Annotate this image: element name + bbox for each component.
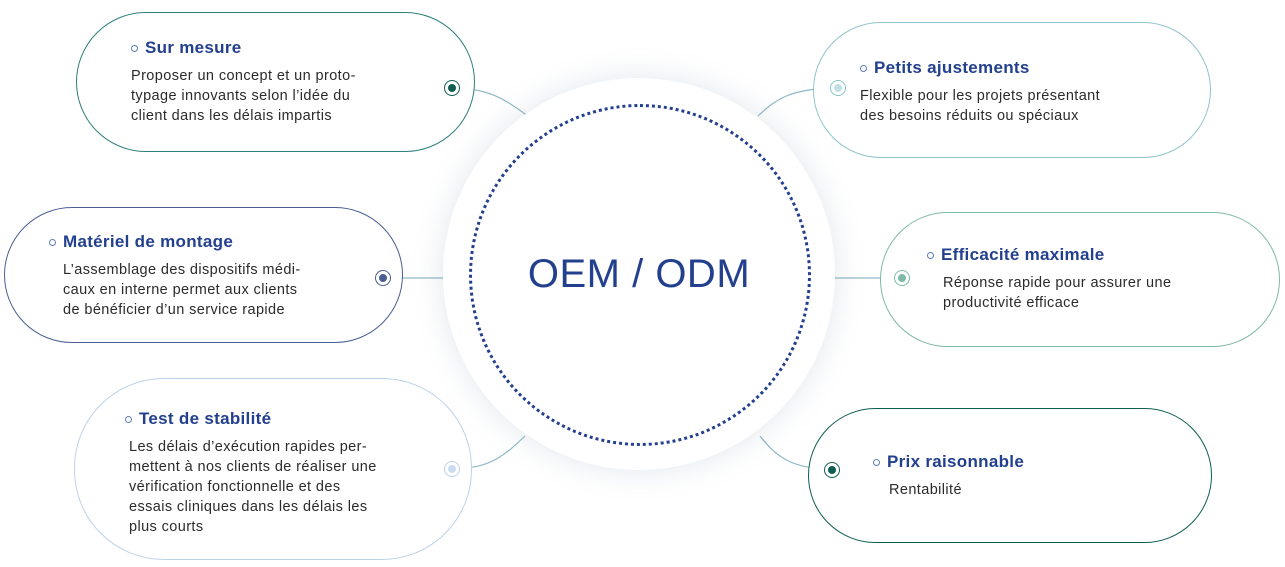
center-circle: OEM / ODM	[443, 78, 835, 470]
bullet-icon	[860, 64, 867, 72]
bullet-icon	[927, 251, 934, 259]
description-line: client dans les délais impartis	[131, 108, 332, 124]
description-line: productivité efficace	[943, 295, 1080, 311]
center-title: OEM / ODM	[527, 252, 751, 296]
node-dot-icon	[824, 462, 840, 478]
bullet-icon	[125, 415, 132, 423]
description-line: vérification fonctionnelle et des	[129, 479, 341, 495]
card-description: L’assemblage des dispositifs médi- caux …	[49, 260, 382, 320]
card-description: Les délais d’exécution rapides per- mett…	[125, 437, 451, 537]
description-line: caux en interne permet aux clients	[63, 282, 298, 298]
description-line: L’assemblage des dispositifs médi-	[63, 262, 301, 278]
description-line: de bénéficier d’un service rapide	[63, 302, 285, 318]
node-dot-icon	[444, 80, 460, 96]
card-petits-ajustements: Petits ajustements Flexible pour les pro…	[813, 22, 1211, 158]
description-line: Réponse rapide pour assurer une	[943, 275, 1172, 291]
card-description: Flexible pour les projets présentant des…	[860, 86, 1190, 126]
description-line: Flexible pour les projets présentant	[860, 88, 1101, 104]
dashed-ring	[469, 104, 811, 446]
card-description: Réponse rapide pour assurer une producti…	[927, 273, 1259, 313]
card-test-stabilite: Test de stabilité Les délais d’exécution…	[74, 378, 472, 560]
description-line: essais cliniques dans les délais les	[129, 499, 368, 515]
card-efficacite-maximale: Efficacité maximale Réponse rapide pour …	[880, 212, 1280, 347]
description-line: Rentabilité	[889, 482, 962, 498]
description-line: mettent à nos clients de réaliser une	[129, 459, 377, 475]
node-dot-icon	[894, 270, 910, 286]
node-dot-icon	[444, 461, 460, 477]
bullet-icon	[49, 238, 56, 246]
card-title: Sur mesure	[145, 38, 242, 57]
card-title: Test de stabilité	[139, 409, 272, 428]
description-line: Proposer un concept et un proto-	[131, 68, 356, 84]
description-line: typage innovants selon l’idée du	[131, 88, 351, 104]
card-description: Rentabilité	[873, 480, 1191, 500]
card-title: Matériel de montage	[63, 232, 234, 251]
card-materiel-montage: Matériel de montage L’assemblage des dis…	[4, 207, 403, 343]
bullet-icon	[873, 458, 880, 466]
card-title: Efficacité maximale	[941, 245, 1105, 264]
card-title: Prix raisonnable	[887, 452, 1025, 471]
description-line: Les délais d’exécution rapides per-	[129, 439, 368, 455]
card-sur-mesure: Sur mesure Proposer un concept et un pro…	[76, 12, 475, 152]
bullet-icon	[131, 44, 138, 52]
card-description: Proposer un concept et un proto- typage …	[131, 66, 444, 126]
card-prix-raisonnable: Prix raisonnable Rentabilité	[808, 408, 1212, 543]
description-line: des besoins réduits ou spéciaux	[860, 108, 1079, 124]
node-dot-icon	[830, 80, 846, 96]
description-line: plus courts	[129, 519, 204, 535]
node-dot-icon	[375, 270, 391, 286]
card-title: Petits ajustements	[874, 58, 1030, 77]
